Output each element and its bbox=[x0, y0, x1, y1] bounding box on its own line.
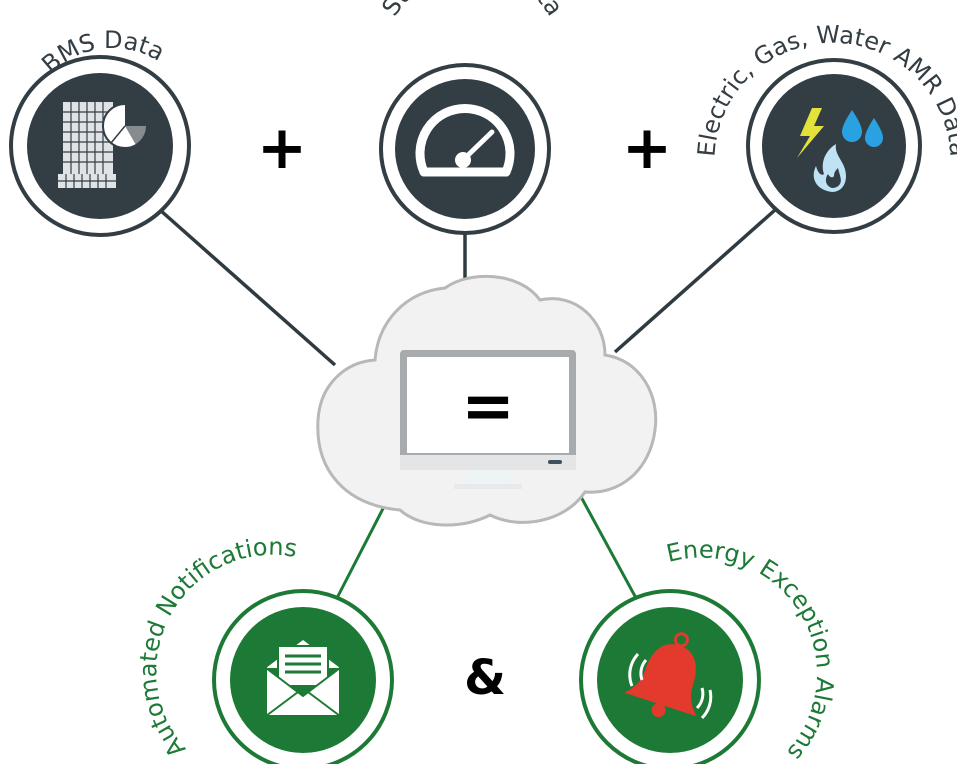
sub-meter-node: Sub Meter Data bbox=[376, 0, 569, 235]
bms-node: BMS Data bbox=[9, 26, 191, 237]
monitor-icon bbox=[400, 350, 576, 489]
water-drop-icon bbox=[865, 118, 883, 147]
amr-node: Electric, Gas, Water AMR Data bbox=[692, 20, 957, 234]
lightning-icon bbox=[797, 108, 824, 158]
plus-operator-2: + bbox=[622, 113, 672, 183]
gauge-icon bbox=[415, 104, 515, 177]
cloud-node: = bbox=[316, 274, 658, 527]
utilities-icon bbox=[797, 108, 883, 192]
water-drop-icon bbox=[842, 110, 862, 142]
equals-operator: = bbox=[461, 370, 515, 444]
envelope-icon bbox=[265, 640, 341, 717]
input-connectors bbox=[158, 208, 777, 367]
sub-meter-label: Sub Meter Data bbox=[376, 0, 568, 21]
building-chart-icon bbox=[58, 102, 148, 188]
plus-operator-1: + bbox=[257, 113, 307, 183]
connector-notifications bbox=[335, 494, 392, 599]
ampersand-operator: & bbox=[464, 650, 506, 706]
output-connectors bbox=[335, 494, 638, 599]
connector-alarms bbox=[578, 494, 638, 599]
connector-amr bbox=[613, 208, 777, 354]
bell-icon bbox=[624, 632, 697, 718]
connector-bms bbox=[158, 208, 337, 367]
